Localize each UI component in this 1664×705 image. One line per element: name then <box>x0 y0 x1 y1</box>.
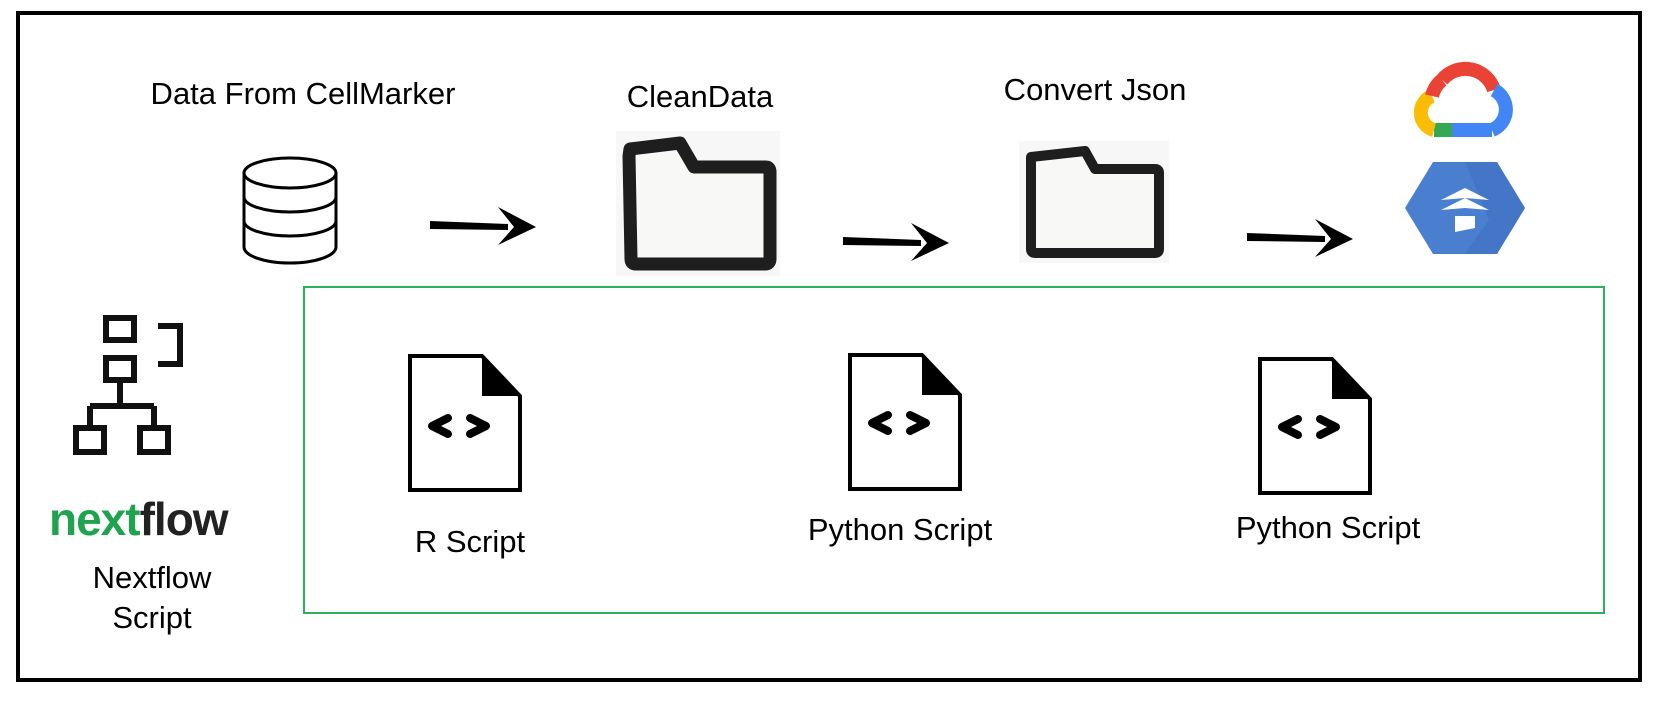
nextflow-caption: Nextflow Script <box>62 558 242 638</box>
diagram-frame <box>16 11 1642 682</box>
script-label: Python Script <box>807 512 993 547</box>
arrow-right-icon <box>843 223 949 261</box>
code-file-icon <box>408 354 522 492</box>
arrow-right-icon <box>1247 219 1353 257</box>
code-file-icon <box>1258 357 1372 495</box>
clean-data-label: CleanData <box>626 79 774 114</box>
bigquery-icon <box>1405 162 1525 254</box>
arrow-right-icon <box>430 207 536 245</box>
convert-json-label: Convert Json <box>1003 72 1187 107</box>
source-label: Data From CellMarker <box>150 76 456 111</box>
code-file-icon <box>848 353 962 491</box>
nextflow-logo: nextflow <box>49 493 229 545</box>
folder-icon <box>616 131 780 276</box>
pipeline-stage-box <box>303 286 1605 614</box>
nextflow-caption-line1: Nextflow <box>92 560 212 595</box>
google-cloud-icon <box>1413 61 1513 137</box>
nextflow-logo-prefix: next <box>49 493 141 545</box>
script-label: Python Script <box>1235 510 1421 545</box>
script-label: R Script <box>414 524 526 559</box>
database-icon <box>242 156 338 265</box>
folder-icon <box>1019 141 1169 263</box>
nextflow-caption-line2: Script <box>112 600 192 635</box>
nextflow-logo-suffix: flow <box>139 493 229 545</box>
workflow-icon <box>73 315 183 455</box>
